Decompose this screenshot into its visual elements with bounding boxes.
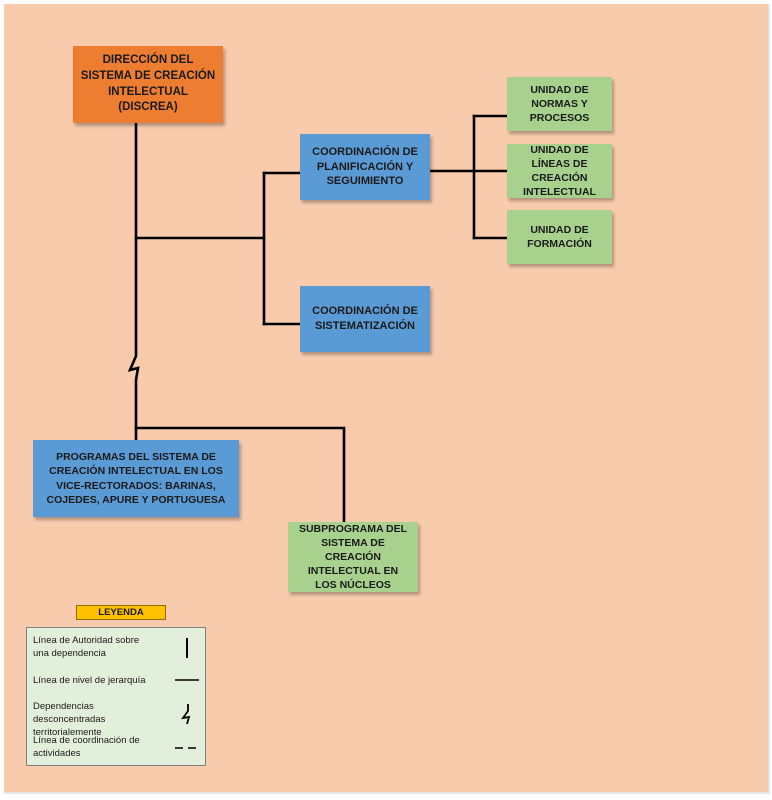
box-subprograma-nucleos: SUBPROGRAMA DEL SISTEMA DE CREACIÓN INTE…: [288, 522, 418, 592]
horizontal-line-icon: [175, 679, 199, 681]
box-unidad-lineas-label: UNIDAD DE LÍNEAS DE CREACIÓN INTELECTUAL: [523, 143, 596, 199]
box-coordinacion-planificacion-label: COORDINACIÓN DE PLANIFICACIÓN Y SEGUIMIE…: [312, 145, 418, 188]
box-unidad-normas: UNIDAD DE NORMAS Y PROCESOS: [507, 77, 612, 131]
box-direccion-label: DIRECCIÓN DEL SISTEMA DE CREACIÓN INTELE…: [80, 54, 216, 114]
hierarchy-line-programs: [134, 426, 346, 524]
legend-box: Línea de Autoridad sobre una dependencia…: [26, 627, 206, 766]
box-coordinacion-planificacion: COORDINACIÓN DE PLANIFICACIÓN Y SEGUIMIE…: [300, 134, 430, 200]
box-direccion: DIRECCIÓN DEL SISTEMA DE CREACIÓN INTELE…: [73, 46, 223, 123]
box-unidad-lineas: UNIDAD DE LÍNEAS DE CREACIÓN INTELECTUAL: [507, 144, 612, 198]
box-unidad-formacion: UNIDAD DE FORMACIÓN: [507, 210, 612, 264]
box-programas-vicerrectorados: PROGRAMAS DEL SISTEMA DE CREACIÓN INTELE…: [33, 440, 239, 517]
box-coordinacion-sistematizacion: COORDINACIÓN DE SISTEMATIZACIÓN: [300, 286, 430, 352]
dashed-line-icon: [175, 747, 199, 749]
authority-line-trunk: [127, 121, 140, 430]
box-programas-vicerrectorados-label: PROGRAMAS DEL SISTEMA DE CREACIÓN INTELE…: [46, 451, 226, 506]
box-coordinacion-sistematizacion-label: COORDINACIÓN DE SISTEMATIZACIÓN: [312, 305, 418, 332]
legend-item-hierarchy-label: Línea de nivel de jerarquía: [33, 675, 146, 686]
box-subprograma-nucleos-label: SUBPROGRAMA DEL SISTEMA DE CREACIÓN INTE…: [298, 522, 408, 592]
box-unidad-formacion-label: UNIDAD DE FORMACIÓN: [527, 223, 592, 250]
legend-item-coordination-label: Línea de coordinación de actividades: [33, 735, 140, 759]
legend-item-authority-label: Línea de Autoridad sobre una dependencia: [33, 635, 140, 659]
legend-item-deconcentrated-label: Dependencias desconcentradas territorial…: [33, 701, 106, 738]
zigzag-line-icon: [181, 704, 191, 725]
box-unidad-normas-label: UNIDAD DE NORMAS Y PROCESOS: [529, 83, 590, 125]
legend-title: LEYENDA: [76, 605, 166, 620]
vertical-line-icon: [186, 638, 188, 658]
